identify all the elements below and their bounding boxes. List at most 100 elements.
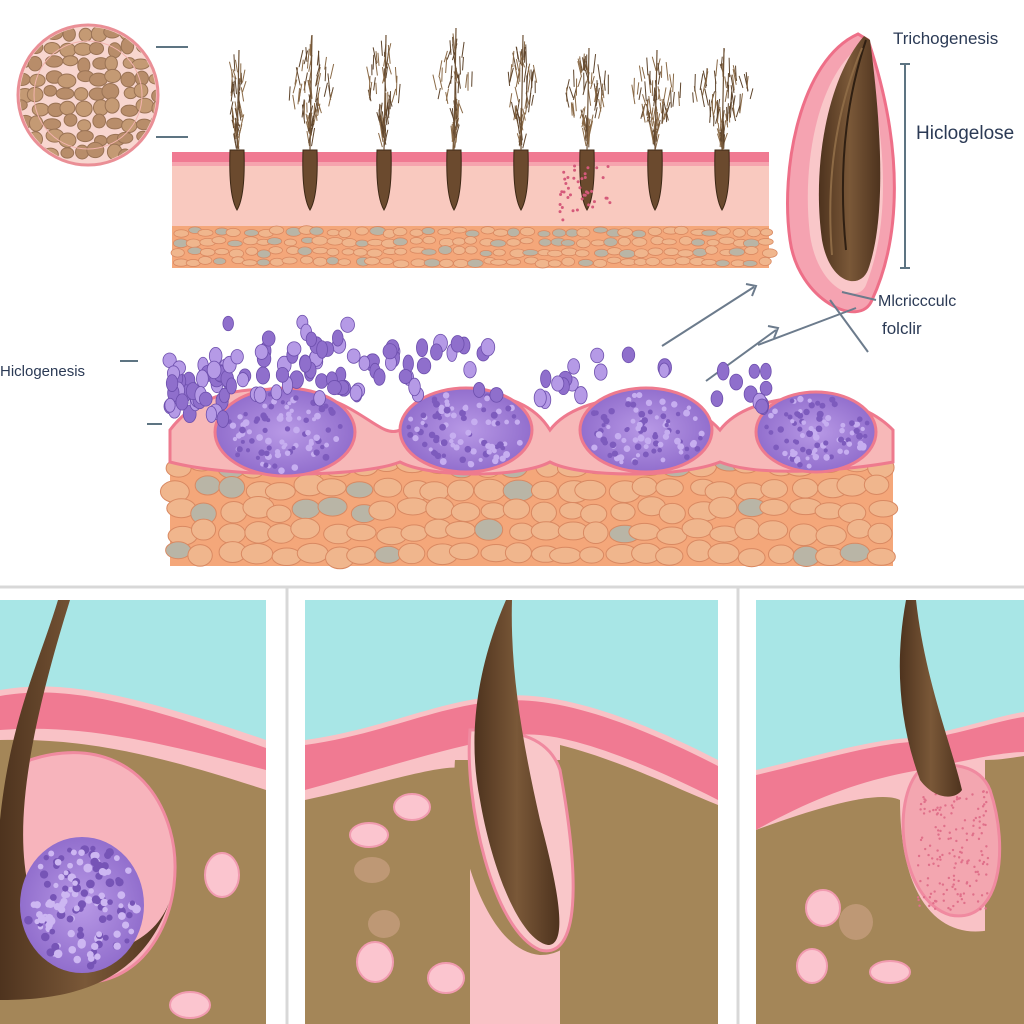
follicle-speckle: [923, 807, 926, 811]
fat-cell: [467, 258, 484, 268]
bottom-panel-1: [0, 600, 266, 1024]
follicle-speckle: [957, 856, 961, 859]
bulb-cell: [113, 855, 120, 862]
hair-fiber: [738, 75, 744, 89]
hair-fiber: [315, 75, 319, 87]
fat-cell: [312, 247, 329, 255]
fat-cell: [480, 502, 507, 520]
hair-fiber: [387, 44, 391, 64]
fat-cell: [493, 228, 509, 237]
fat-cell: [760, 228, 773, 237]
bulb-cell: [440, 439, 448, 447]
hair-fiber: [708, 99, 712, 118]
shed-dot: [601, 176, 605, 180]
fat-cell: [367, 238, 384, 247]
follicle-speckle: [936, 829, 940, 832]
bulb-cell: [768, 430, 774, 435]
bulb-cell: [303, 417, 309, 423]
purple-cell: [305, 331, 317, 347]
bulb-cell: [816, 415, 823, 422]
fat-cell: [474, 518, 504, 541]
hair-fiber: [432, 74, 437, 91]
purple-cell: [165, 374, 179, 392]
bulb-cell: [279, 439, 285, 445]
bulb-cell: [808, 425, 814, 432]
bulb-cell: [420, 420, 425, 426]
hair-fiber: [574, 94, 577, 112]
fat-cell: [836, 474, 868, 497]
follicle-speckle: [941, 883, 945, 886]
hair-fiber: [582, 57, 586, 71]
follicle-speckle: [936, 858, 939, 861]
circle-cell: [27, 55, 43, 72]
purple-cell: [430, 343, 443, 361]
hair-fiber: [310, 123, 315, 135]
purple-cell: [286, 341, 302, 357]
fat-cell: [464, 236, 477, 245]
follicle-speckle: [984, 907, 987, 910]
bulb-cell: [815, 425, 823, 433]
fat-cell: [593, 258, 608, 268]
fat-cell: [245, 246, 259, 256]
follicle-speckle: [986, 892, 989, 895]
circle-cell: [42, 118, 62, 130]
fat-cell: [839, 542, 871, 563]
fat-cell: [409, 237, 423, 245]
follicle-speckle: [966, 862, 969, 865]
follicle-speckle: [922, 795, 925, 799]
bulb-cell: [296, 416, 302, 421]
hair-fiber: [739, 93, 741, 113]
hair-fiber: [234, 59, 239, 73]
hair-fiber: [230, 81, 234, 94]
hair-fiber: [237, 129, 241, 147]
hair-fiber: [452, 33, 456, 52]
purple-cell: [340, 316, 355, 333]
bulb-cell: [643, 444, 649, 450]
bulb-cell: [278, 467, 285, 474]
shed-dot: [571, 209, 575, 213]
follicle-speckle: [981, 805, 985, 808]
follicle-speckle: [960, 851, 963, 854]
bulb-cell: [657, 447, 662, 453]
circle-cell: [20, 143, 33, 161]
bulb-cell: [808, 402, 815, 409]
bulb-cell: [104, 851, 112, 859]
hair-fiber: [644, 81, 647, 102]
bulb-cell: [671, 401, 678, 408]
bulb-cell: [323, 403, 329, 409]
follicle-speckle: [957, 797, 961, 800]
hair-fiber: [303, 81, 306, 94]
circle-cell: [135, 97, 155, 114]
circle-cell: [104, 97, 120, 114]
bulb-cell: [805, 448, 813, 456]
hair-fiber: [240, 87, 245, 102]
bulb-cell: [471, 418, 478, 426]
bulb-cell: [48, 850, 55, 857]
hair-fiber: [438, 60, 443, 78]
fat-cell: [345, 481, 374, 499]
shed-dot: [573, 164, 577, 168]
purple-cell: [255, 366, 271, 385]
bulb-cell: [855, 421, 861, 427]
bulb-cell: [37, 915, 47, 924]
fat-cell: [559, 501, 585, 520]
hair-fiber: [594, 107, 598, 119]
hair-fiber: [727, 84, 730, 99]
circle-cell: [29, 27, 47, 40]
hair-fiber: [577, 60, 583, 77]
follicle-speckle: [982, 814, 985, 817]
hair-fiber: [666, 102, 671, 113]
purple-cell: [729, 373, 743, 391]
fat-cell: [479, 249, 493, 257]
circle-cell: [28, 115, 44, 132]
purple-cell: [313, 390, 326, 407]
bulb-cell: [83, 863, 93, 873]
hair-fiber: [379, 118, 384, 138]
fat-cell: [326, 228, 340, 237]
bulb-cell: [239, 426, 246, 434]
hair-fiber: [601, 83, 605, 99]
follicle-speckle: [924, 847, 927, 851]
bulb-cell: [846, 441, 853, 447]
follicle-speckle: [916, 896, 920, 899]
shed-dot: [591, 205, 595, 209]
